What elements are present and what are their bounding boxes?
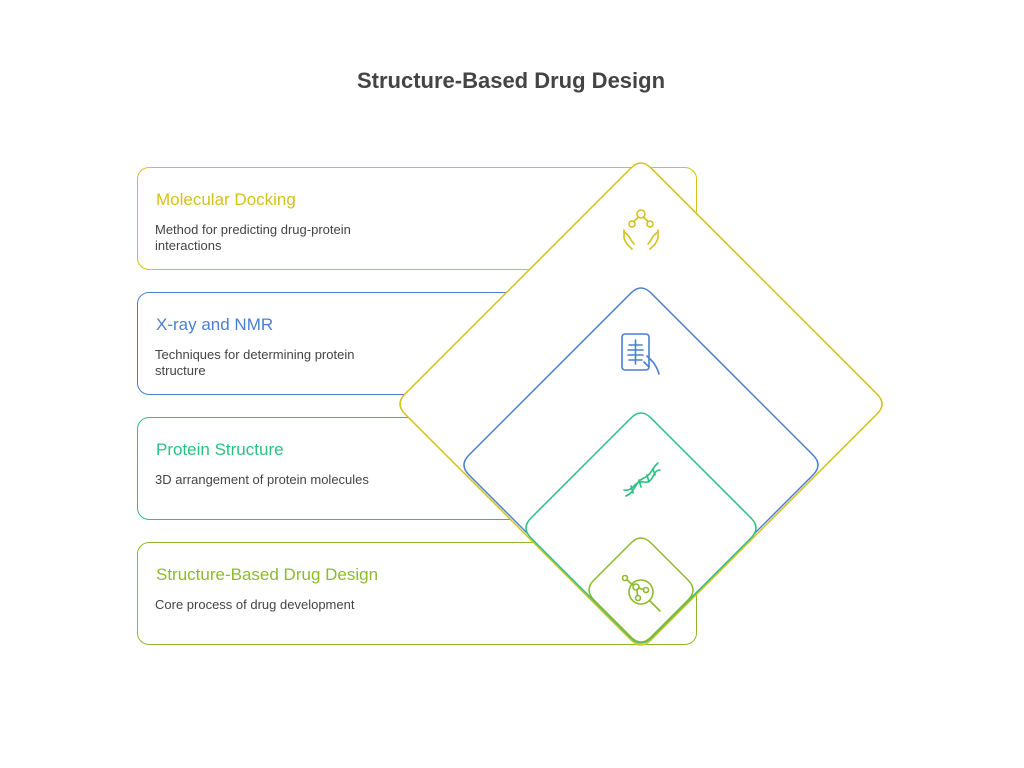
diamond-structure-based-drug-design [588,537,694,643]
hands-molecule-icon [623,209,659,250]
diagram-title: Structure-Based Drug Design [356,68,666,93]
molecule-search-icon [621,574,661,612]
card-description: 3D arrangement of protein molecules [155,472,369,487]
card-title: X-ray and NMR [156,315,274,334]
card-title: Molecular Docking [156,190,296,209]
card-description: Techniques for determining protein struc… [155,347,355,378]
card-description: Core process of drug development [155,597,355,612]
card-description: Method for predicting drug-protein inter… [155,222,351,253]
card-title: Protein Structure [156,440,284,459]
card-title: Structure-Based Drug Design [156,565,379,584]
helix-icon [623,462,661,497]
xray-scan-icon [621,333,660,375]
